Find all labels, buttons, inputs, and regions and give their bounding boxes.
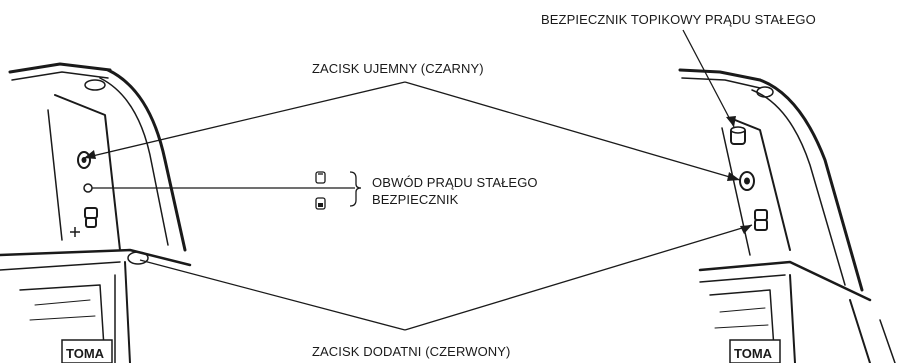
leader-negative-left <box>83 81 406 159</box>
left-positive-terminal <box>70 227 80 237</box>
label-negative-terminal: ZACISK UJEMNY (CZARNY) <box>312 61 484 76</box>
left-logo-text: TOMA <box>66 346 105 361</box>
left-dc-socket <box>83 183 93 193</box>
legend-dc-socket-icon <box>315 171 326 184</box>
legend-fuse-icon <box>315 197 326 210</box>
left-logo-plate: TOMA <box>61 339 113 363</box>
leader-positive-left <box>139 259 406 331</box>
label-fuse: BEZPIECZNIK <box>372 192 459 207</box>
legend-bracket <box>349 171 362 207</box>
arrowheads <box>84 116 752 234</box>
right-negative-terminal <box>739 171 755 191</box>
right-generator <box>678 68 896 363</box>
label-dc-circuit: OBWÓD PRĄDU STAŁEGO <box>372 175 538 190</box>
leader-negative-right <box>404 81 741 181</box>
left-fuse-holder <box>84 207 98 228</box>
right-logo-text: TOMA <box>734 346 773 361</box>
arrow-negative-left <box>84 150 96 159</box>
right-logo-plate: TOMA <box>729 339 781 363</box>
label-fuse-top: BEZPIECZNIK TOPIKOWY PRĄDU STAŁEGO <box>541 12 816 27</box>
label-positive-terminal: ZACISK DODATNI (CZERWONY) <box>312 344 511 359</box>
right-fuse-top <box>730 126 746 145</box>
leader-lines <box>83 29 753 331</box>
leader-fuse-top <box>682 29 735 128</box>
leader-positive-right <box>404 224 753 331</box>
left-generator <box>0 62 192 363</box>
arrow-positive-right <box>740 225 752 234</box>
right-positive-terminal <box>754 209 768 231</box>
left-negative-terminal <box>77 151 91 169</box>
arrow-fuse-top <box>726 116 736 127</box>
arrow-negative-right <box>727 172 740 181</box>
